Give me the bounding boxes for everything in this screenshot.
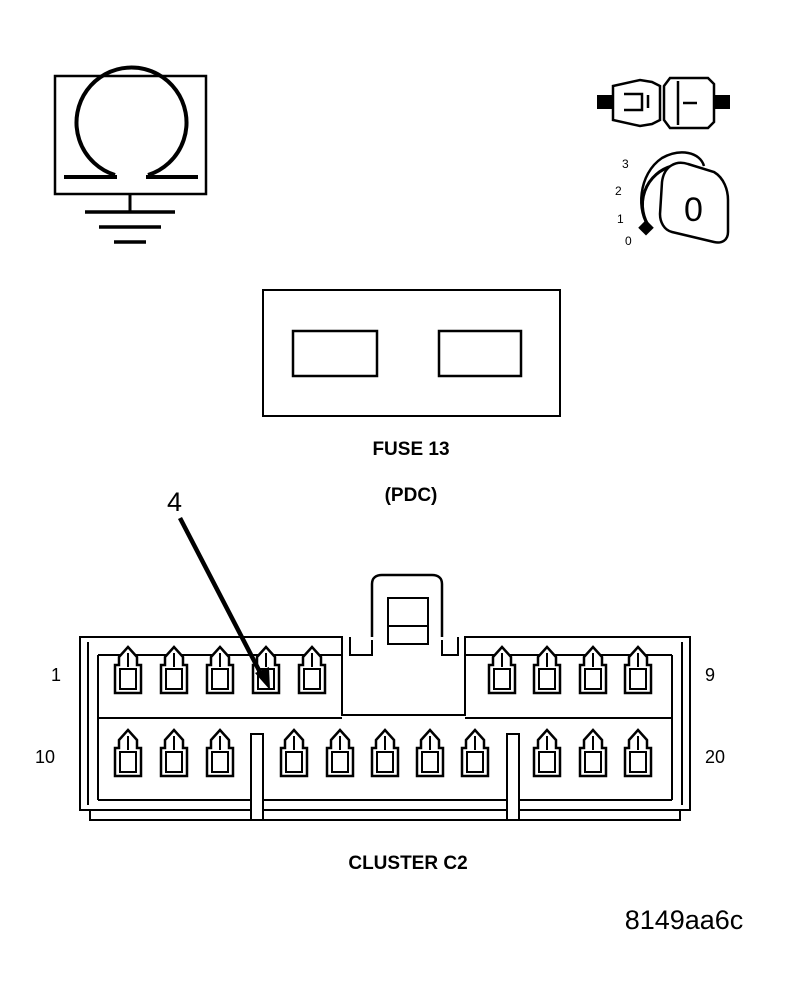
pin-terminal-8 — [578, 645, 608, 695]
pin-terminal-17 — [460, 728, 490, 778]
connector-pins — [113, 645, 653, 778]
pin-terminal-3 — [205, 645, 235, 695]
ignition-position-1: 1 — [617, 212, 624, 226]
pin-terminal-11 — [159, 728, 189, 778]
callout-pin-number: 4 — [167, 487, 182, 517]
fuse-sublabel: (PDC) — [385, 485, 438, 506]
ignition-position-0: 0 — [625, 234, 632, 248]
pin-number-1: 1 — [51, 665, 61, 685]
ignition-position-2: 2 — [615, 184, 622, 198]
pin-terminal-7 — [532, 645, 562, 695]
figure-id: 8149aa6c — [625, 905, 744, 935]
pin-number-9: 9 — [705, 665, 715, 685]
pin-terminal-16 — [415, 728, 445, 778]
pin-terminal-5 — [297, 645, 327, 695]
callout-arrow — [178, 516, 270, 690]
pin-terminal-18 — [532, 728, 562, 778]
pin-terminal-14 — [325, 728, 355, 778]
ground-icon — [85, 194, 175, 244]
pin-terminal-1 — [113, 645, 143, 695]
fuse-symbol — [262, 289, 561, 417]
ignition-key-symbol: 0 — [684, 191, 703, 229]
pin-terminal-2 — [159, 645, 189, 695]
ignition-position-3: 3 — [622, 157, 629, 171]
pin-terminal-12 — [205, 728, 235, 778]
switch-connector-icon — [597, 76, 730, 130]
ohmmeter-icon — [53, 65, 208, 196]
pin-terminal-10 — [113, 728, 143, 778]
fuse-label: FUSE 13 — [372, 439, 449, 460]
ignition-key-icon: 3 2 1 0 0 — [615, 151, 730, 248]
pin-terminal-9 — [623, 645, 653, 695]
connector-label: CLUSTER C2 — [348, 853, 467, 874]
pin-terminal-20 — [623, 728, 653, 778]
pin-terminal-6 — [487, 645, 517, 695]
pin-number-20: 20 — [705, 747, 725, 767]
pin-terminal-15 — [370, 728, 400, 778]
pin-number-10: 10 — [35, 747, 55, 767]
pin-terminal-19 — [578, 728, 608, 778]
connector-c2 — [79, 573, 691, 821]
pin-terminal-13 — [279, 728, 309, 778]
